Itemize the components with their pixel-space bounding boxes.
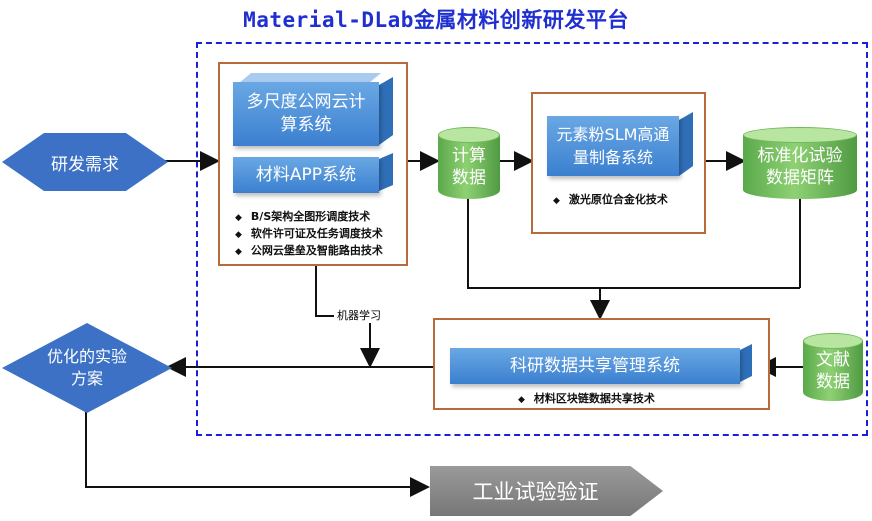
- sharing-technique: 材料区块链数据共享技术: [518, 391, 655, 408]
- bullet-item: 材料区块链数据共享技术: [518, 391, 655, 408]
- slm-technique: 激光原位合金化技术: [553, 192, 668, 209]
- requirement-diamond: [2, 133, 168, 191]
- industrial-verification: 工业试验验证: [430, 466, 663, 516]
- bullet-item: B/S架构全图形调度技术: [235, 209, 383, 226]
- material-app-label: 材料APP系统: [233, 157, 379, 193]
- line-data-merge: [467, 197, 800, 289]
- cloud-compute-label: 多尺度公网云计算系统: [233, 82, 379, 146]
- optimized-diamond: [2, 323, 172, 413]
- compute-data-label: 计算 数据: [438, 135, 500, 199]
- compute-data-cylinder: 计算 数据: [438, 127, 500, 199]
- slm-box: 元素粉SLM高通量制备系统: [547, 112, 693, 176]
- sharing-label: 科研数据共享管理系统: [450, 348, 740, 384]
- bullet-item: 激光原位合金化技术: [553, 192, 668, 209]
- slm-label: 元素粉SLM高通量制备系统: [547, 116, 679, 176]
- machine-learning-label: 机器学习: [334, 307, 384, 323]
- standard-matrix-cylinder: 标准化试验数据矩阵: [743, 127, 857, 199]
- sharing-box: 科研数据共享管理系统: [450, 344, 752, 384]
- optimized-label: 优化的实验方案: [46, 347, 127, 388]
- platform-boundary: [196, 42, 868, 436]
- material-app-box: 材料APP系统: [233, 153, 393, 193]
- bullet-item: 公网云堡垒及智能路由技术: [235, 243, 383, 260]
- literature-label: 文献 数据: [803, 341, 863, 401]
- literature-cylinder: 文献 数据: [803, 333, 863, 401]
- bullet-item: 软件许可证及任务调度技术: [235, 226, 383, 243]
- cloud-compute-box: 多尺度公网云计算系统: [233, 73, 393, 146]
- page-title: Material-DLab金属材料创新研发平台: [243, 8, 629, 32]
- requirement-label: 研发需求: [51, 154, 119, 175]
- standard-matrix-label: 标准化试验数据矩阵: [743, 135, 857, 199]
- compute-techniques-list: B/S架构全图形调度技术 软件许可证及任务调度技术 公网云堡垒及智能路由技术: [235, 209, 383, 260]
- arrow-to-verify: [85, 411, 430, 497]
